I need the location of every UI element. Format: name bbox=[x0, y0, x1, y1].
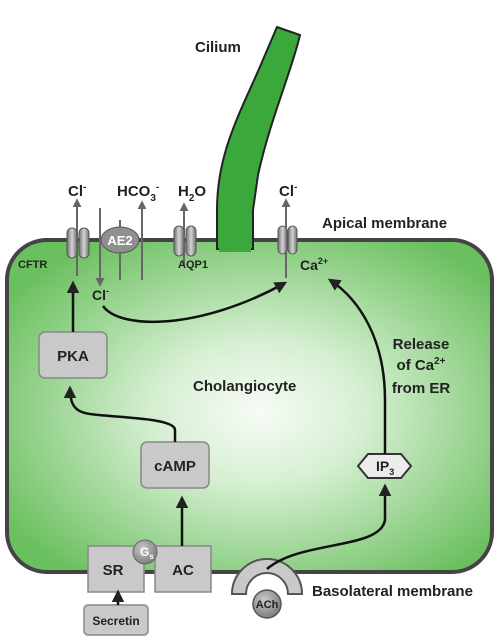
pka-label: PKA bbox=[57, 348, 89, 365]
camp-box: cAMP bbox=[140, 441, 210, 489]
ach-receptor: ACh bbox=[230, 558, 304, 619]
aqp1-channel bbox=[173, 225, 197, 257]
gs-label: Gs bbox=[140, 545, 154, 561]
ion-cl-left: Cl- bbox=[68, 182, 86, 200]
ion-cl-right: Cl- bbox=[279, 182, 297, 200]
cilium-label: Cilium bbox=[195, 39, 241, 56]
cilium bbox=[216, 25, 302, 250]
ach-label: ACh bbox=[256, 599, 279, 611]
ae2-exchanger: AE2 bbox=[100, 226, 140, 254]
ae2-label: AE2 bbox=[107, 233, 132, 248]
release-line-1: Release bbox=[393, 336, 450, 353]
signaling-arrows bbox=[63, 278, 392, 605]
ip3-hexagon: IP3 bbox=[356, 453, 413, 479]
secretin-label: Secretin bbox=[92, 614, 139, 628]
ion-h2o: H2O bbox=[178, 183, 206, 204]
apical-membrane-label: Apical membrane bbox=[322, 215, 447, 232]
camp-label: cAMP bbox=[154, 458, 196, 475]
secretin-box: Secretin bbox=[83, 604, 149, 636]
ip3-label: IP3 bbox=[376, 458, 394, 477]
basolateral-membrane-label: Basolateral membrane bbox=[312, 583, 473, 600]
release-line-3: from ER bbox=[392, 380, 451, 397]
release-line-2: of Ca2+ bbox=[397, 356, 446, 374]
gs-protein: Gs bbox=[132, 539, 158, 565]
sr-label: SR bbox=[103, 562, 124, 579]
ion-hco3: HCO3- bbox=[117, 182, 159, 204]
cftr-label: CFTR bbox=[18, 259, 47, 271]
pka-box: PKA bbox=[38, 331, 108, 379]
cell-body bbox=[5, 238, 494, 574]
aqp1-label: AQP1 bbox=[178, 259, 208, 271]
cftr-channel bbox=[66, 227, 90, 259]
ac-box: AC bbox=[154, 545, 212, 593]
ion-cl-inner: Cl- bbox=[92, 286, 109, 303]
ac-label: AC bbox=[172, 562, 194, 579]
cholangiocyte-label: Cholangiocyte bbox=[193, 378, 296, 395]
calcium-activated-chloride-channel bbox=[277, 225, 298, 255]
ion-ca: Ca2+ bbox=[300, 256, 328, 273]
